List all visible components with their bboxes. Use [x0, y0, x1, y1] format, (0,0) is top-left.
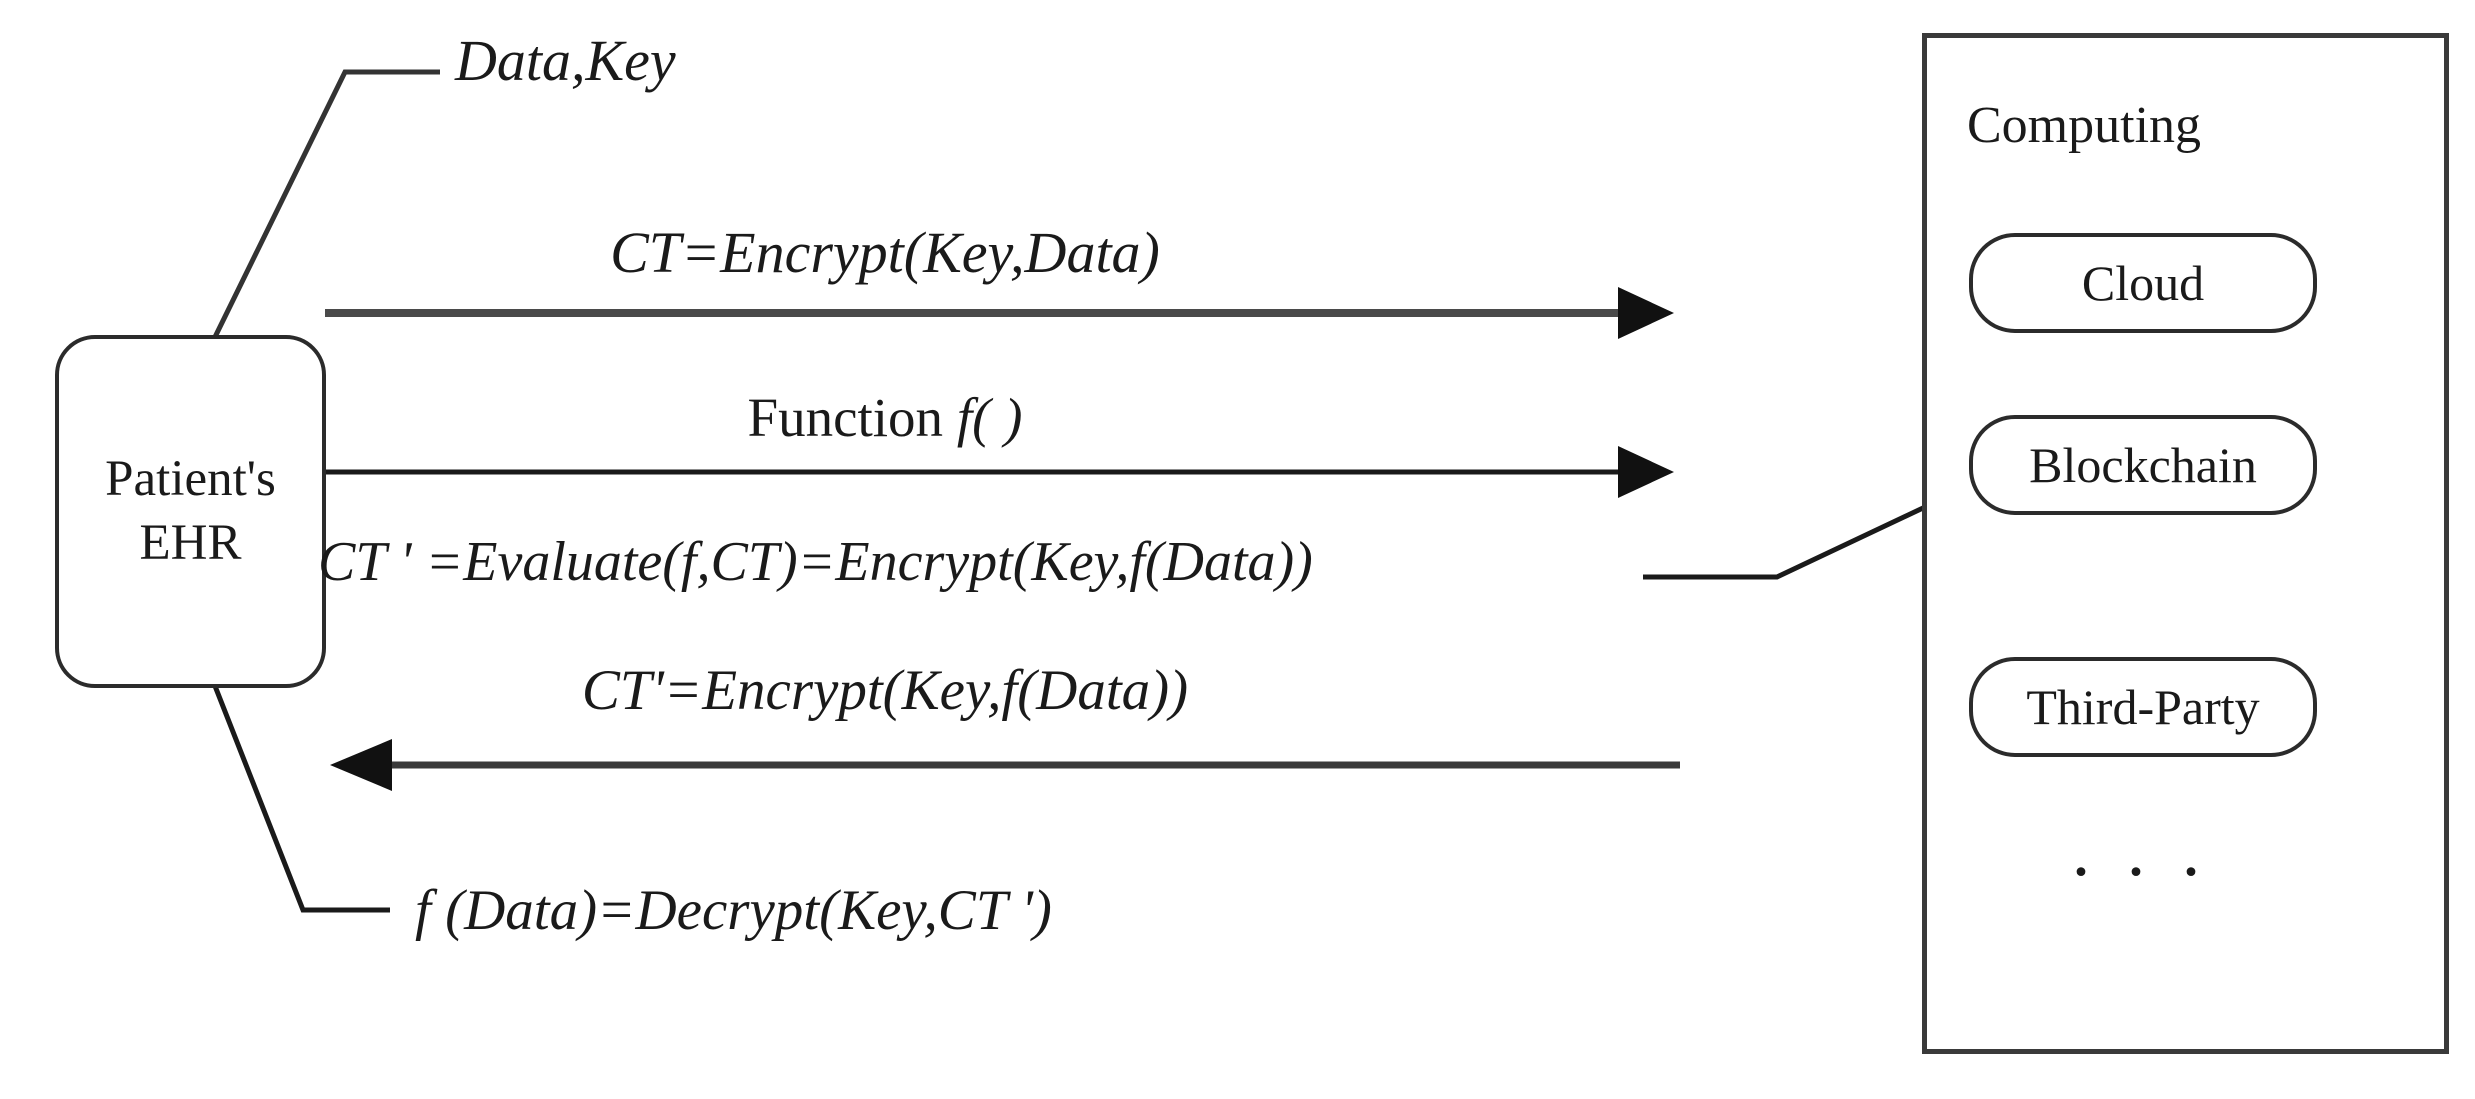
- data-key-connector-line: [212, 69, 440, 339]
- computing-panel: Computing Cloud Blockchain Third-Party .…: [1922, 33, 2449, 1054]
- more-nodes-ellipsis: . . .: [2074, 827, 2212, 887]
- function-message-fn: f( ): [956, 387, 1023, 448]
- computing-node-cloud: Cloud: [1969, 233, 2317, 333]
- function-arrowhead-right-icon: [1618, 446, 1674, 498]
- blockchain-label: Blockchain: [2029, 437, 2257, 493]
- cloud-label: Cloud: [2081, 255, 2205, 311]
- decrypt-message-label: f (Data)=Decrypt(Key,CT '): [415, 879, 1052, 942]
- decrypt-connector-line: [212, 685, 390, 913]
- function-message-prefix: Function: [747, 387, 957, 448]
- patient-ehr-box: Patient's EHR: [55, 335, 326, 688]
- return-message-label: CT'=Encrypt(Key,f(Data)): [581, 659, 1189, 722]
- return-arrowhead-left-icon: [330, 739, 392, 791]
- data-key-label: Data,Key: [455, 28, 676, 93]
- computing-node-third-party: Third-Party: [1969, 657, 2317, 757]
- third-party-label: Third-Party: [2026, 679, 2260, 735]
- patient-ehr-label-line1: Patient's: [105, 450, 276, 507]
- computing-panel-title: Computing: [1967, 97, 2202, 154]
- evaluate-message-label: CT ' =Evaluate(f,CT)=Encrypt(Key,f(Data)…: [318, 531, 1313, 593]
- encrypt-message-label: CT=Encrypt(Key,Data): [610, 220, 1160, 285]
- computing-node-blockchain: Blockchain: [1969, 415, 2317, 515]
- encrypt-arrowhead-right-icon: [1618, 287, 1674, 339]
- patient-ehr-label-line2: EHR: [139, 514, 242, 571]
- function-message-label: Function f( ): [325, 386, 1445, 449]
- evaluate-connector-line: [1643, 505, 1925, 580]
